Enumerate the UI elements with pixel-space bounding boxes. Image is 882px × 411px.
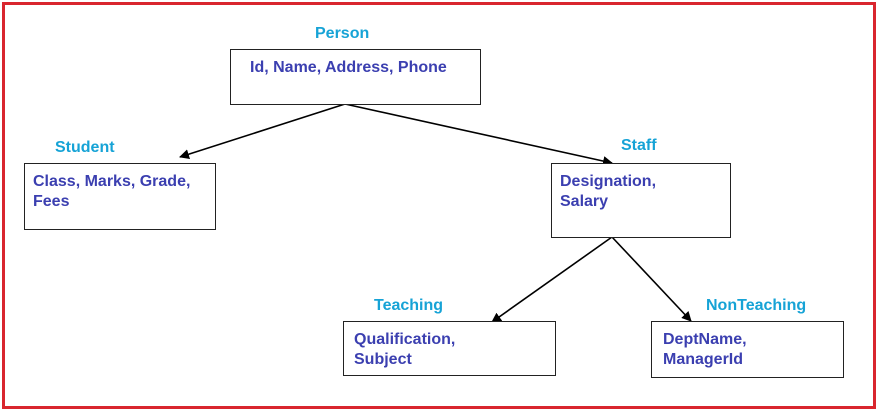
arrow-staff-to-nonteaching bbox=[611, 236, 692, 322]
student-attributes-line2: Fees bbox=[33, 193, 70, 210]
student-box: Class, Marks, Grade, Fees bbox=[24, 163, 216, 230]
nonteaching-box: DeptName, ManagerId bbox=[651, 321, 844, 378]
staff-attributes-line1: Designation, bbox=[560, 173, 657, 190]
arrow-person-to-staff bbox=[344, 103, 613, 166]
nonteaching-title: NonTeaching bbox=[706, 297, 807, 314]
arrow-staff-to-teaching bbox=[491, 236, 613, 323]
staff-box: Designation, Salary bbox=[551, 163, 731, 238]
person-attributes: Id, Name, Address, Phone bbox=[250, 59, 447, 76]
person-title: Person bbox=[315, 25, 370, 42]
teaching-attributes-line1: Qualification, bbox=[354, 331, 456, 348]
person-box: Id, Name, Address, Phone bbox=[230, 49, 481, 105]
arrow-person-to-student bbox=[179, 103, 346, 160]
nonteaching-attributes-line1: DeptName, bbox=[663, 331, 747, 348]
student-attributes-line1: Class, Marks, Grade, bbox=[33, 173, 191, 190]
staff-attributes-line2: Salary bbox=[560, 193, 609, 210]
teaching-title: Teaching bbox=[374, 297, 444, 314]
staff-title: Staff bbox=[621, 137, 657, 154]
teaching-box: Qualification, Subject bbox=[343, 321, 556, 376]
teaching-attributes-line2: Subject bbox=[354, 351, 412, 368]
nonteaching-attributes-line2: ManagerId bbox=[663, 351, 744, 368]
student-title: Student bbox=[55, 139, 115, 156]
